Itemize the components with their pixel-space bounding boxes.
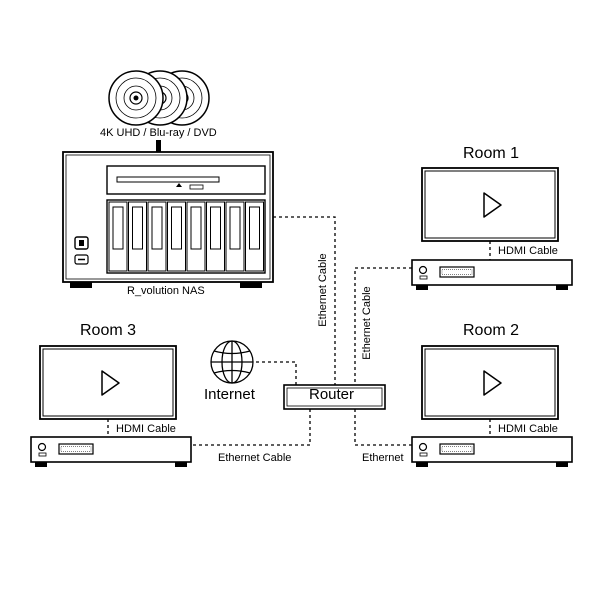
- drive-bay: [167, 201, 186, 272]
- room2-title: Room 2: [463, 322, 520, 339]
- disc-stack: [108, 70, 210, 126]
- internet-label: Internet: [204, 386, 255, 403]
- router-label: Router: [309, 386, 355, 403]
- drive-bay: [186, 201, 206, 272]
- optical-drive: [106, 165, 266, 195]
- drive-bay-handle: [229, 206, 241, 250]
- cable-router-room2: [354, 409, 412, 446]
- drive-bay: [147, 201, 167, 272]
- hdmi-label-room1: HDMI Cable: [498, 245, 558, 257]
- room1-player: [411, 259, 573, 291]
- room2-player: [411, 436, 573, 468]
- ethernet-label-nas: Ethernet Cable: [317, 251, 329, 329]
- cable-internet-router: [256, 361, 297, 385]
- room3-title: Room 3: [80, 322, 137, 339]
- nas-device: [62, 151, 274, 288]
- drive-bay-handle: [171, 206, 182, 250]
- drive-bays: [106, 199, 266, 274]
- router: [283, 384, 386, 410]
- drive-bay-handle: [249, 206, 260, 250]
- cables: [107, 216, 491, 446]
- nas-label: R_volution NAS: [127, 285, 205, 297]
- cable-room1-router: [354, 267, 412, 385]
- drive-bay-handle: [151, 206, 163, 250]
- drive-bay: [225, 201, 245, 272]
- room1-title: Room 1: [463, 145, 520, 162]
- drive-bay-handle: [210, 206, 221, 250]
- drive-bay: [206, 201, 225, 272]
- drive-bay: [108, 201, 128, 272]
- room3-player: [30, 436, 192, 468]
- drive-bay: [245, 201, 264, 272]
- drive-bay-handle: [190, 206, 202, 250]
- disc-icon: [108, 70, 164, 126]
- room2-tv: [421, 345, 559, 420]
- ethernet-label-room2: Ethernet: [362, 452, 404, 464]
- cable-nas-router: [273, 216, 336, 385]
- ethernet-label-room1: Ethernet Cable: [361, 284, 373, 362]
- room1-tv: [421, 167, 559, 242]
- hdmi-label-room2: HDMI Cable: [498, 423, 558, 435]
- drive-bay: [128, 201, 147, 272]
- ethernet-label-room3: Ethernet Cable: [218, 452, 292, 464]
- drive-bay-handle: [112, 206, 124, 250]
- disc-formats-label: 4K UHD / Blu-ray / DVD: [100, 127, 217, 139]
- cable-router-room3: [191, 409, 311, 446]
- hdmi-label-room3: HDMI Cable: [116, 423, 176, 435]
- drive-bay-handle: [132, 206, 143, 250]
- globe-icon: [210, 340, 254, 384]
- room3-tv: [39, 345, 177, 420]
